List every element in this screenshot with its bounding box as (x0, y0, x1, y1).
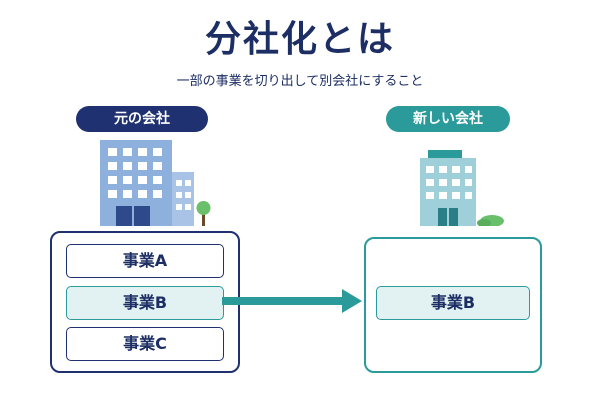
office-building-icon (100, 140, 211, 226)
tree-icon (202, 212, 205, 226)
old-company-label: 元の会社 (76, 106, 208, 132)
office-building-icon (420, 150, 504, 226)
right-arrow-icon (222, 289, 362, 313)
business-a-card: 事業A (66, 244, 224, 278)
business-c-card: 事業C (66, 327, 224, 361)
new-company-label: 新しい会社 (386, 106, 510, 132)
business-b-card: 事業B (66, 286, 224, 320)
new-business-b-card: 事業B (376, 286, 530, 320)
page-title: 分社化とは (204, 19, 395, 60)
page-subtitle: 一部の事業を切り出して別会社にすること (176, 74, 424, 89)
